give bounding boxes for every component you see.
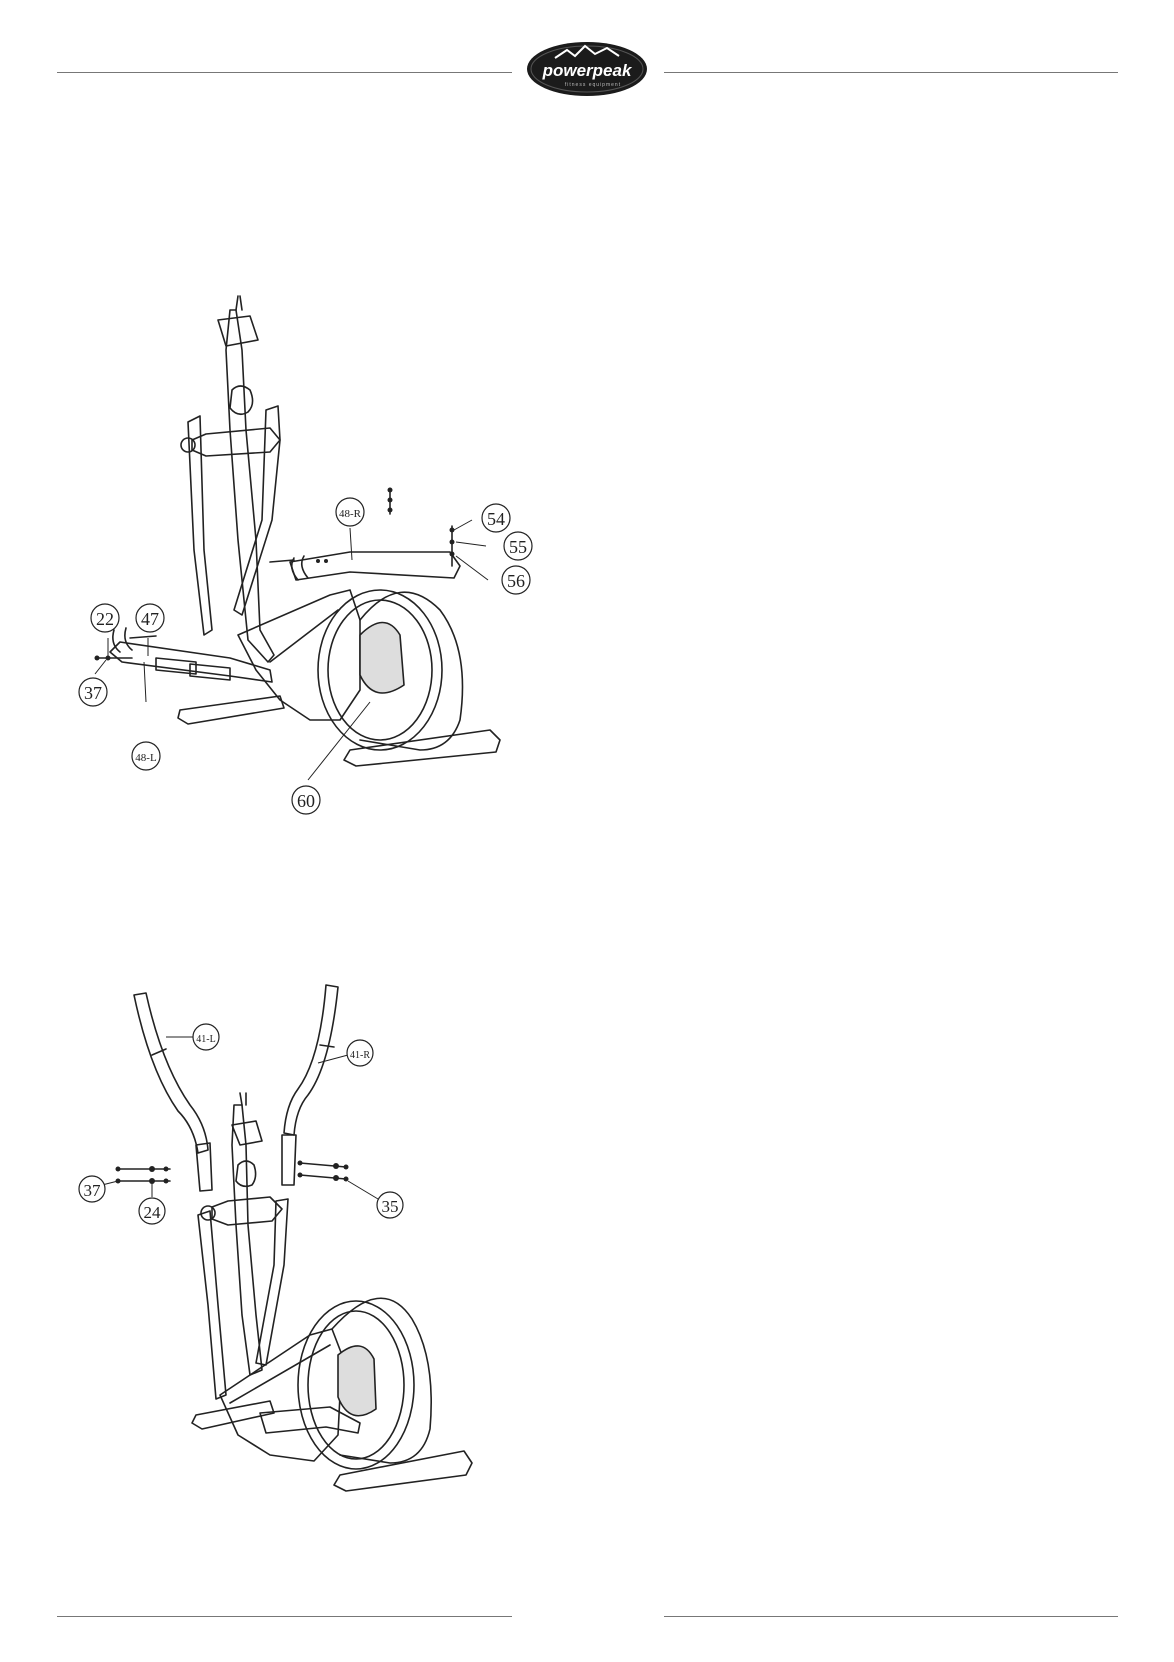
callout-41-L: 41-L: [193, 1024, 219, 1050]
svg-text:60: 60: [297, 791, 315, 811]
callout-55: 55: [504, 532, 532, 560]
svg-text:41-L: 41-L: [196, 1034, 215, 1045]
svg-text:55: 55: [509, 537, 527, 557]
svg-text:41-R: 41-R: [350, 1050, 370, 1061]
callout-48-R: 48-R: [336, 498, 364, 526]
footer-rule-left: [57, 1616, 512, 1617]
callout-35: 35: [377, 1192, 403, 1218]
svg-text:35: 35: [382, 1197, 399, 1216]
callout-47: 47: [136, 604, 164, 632]
svg-text:48-R: 48-R: [339, 508, 362, 520]
svg-text:24: 24: [144, 1203, 162, 1222]
svg-text:54: 54: [487, 509, 505, 529]
svg-text:56: 56: [507, 571, 525, 591]
pedal-assembly-drawing: 22 47 37 48-L 48-R 54 55 56 60: [60, 290, 560, 830]
footer-rule-right: [664, 1616, 1118, 1617]
svg-text:22: 22: [96, 609, 114, 629]
brand-logo: powerpeak fitness equipment: [525, 40, 649, 98]
header-rule-left: [57, 72, 512, 73]
callout-60: 60: [292, 786, 320, 814]
header-rule-right: [664, 72, 1118, 73]
callout-41-R: 41-R: [347, 1040, 373, 1066]
figure-handlebar-assembly: 41-L 41-R 37 24 35: [70, 975, 520, 1555]
brand-name: powerpeak: [542, 61, 633, 80]
callout-48-L: 48-L: [132, 742, 160, 770]
callout-54: 54: [482, 504, 510, 532]
callout-22: 22: [91, 604, 119, 632]
figure-pedal-assembly: 22 47 37 48-L 48-R 54 55 56 60: [60, 290, 560, 830]
svg-text:47: 47: [141, 609, 159, 629]
callout-56: 56: [502, 566, 530, 594]
brand-tagline: fitness equipment: [565, 82, 621, 88]
svg-text:37: 37: [84, 1181, 102, 1200]
svg-text:48-L: 48-L: [135, 752, 157, 764]
callout-37: 37: [79, 1176, 105, 1202]
svg-text:37: 37: [84, 683, 102, 703]
callout-37: 37: [79, 678, 107, 706]
callout-24: 24: [139, 1198, 165, 1224]
handlebar-assembly-drawing: 41-L 41-R 37 24 35: [70, 975, 520, 1555]
